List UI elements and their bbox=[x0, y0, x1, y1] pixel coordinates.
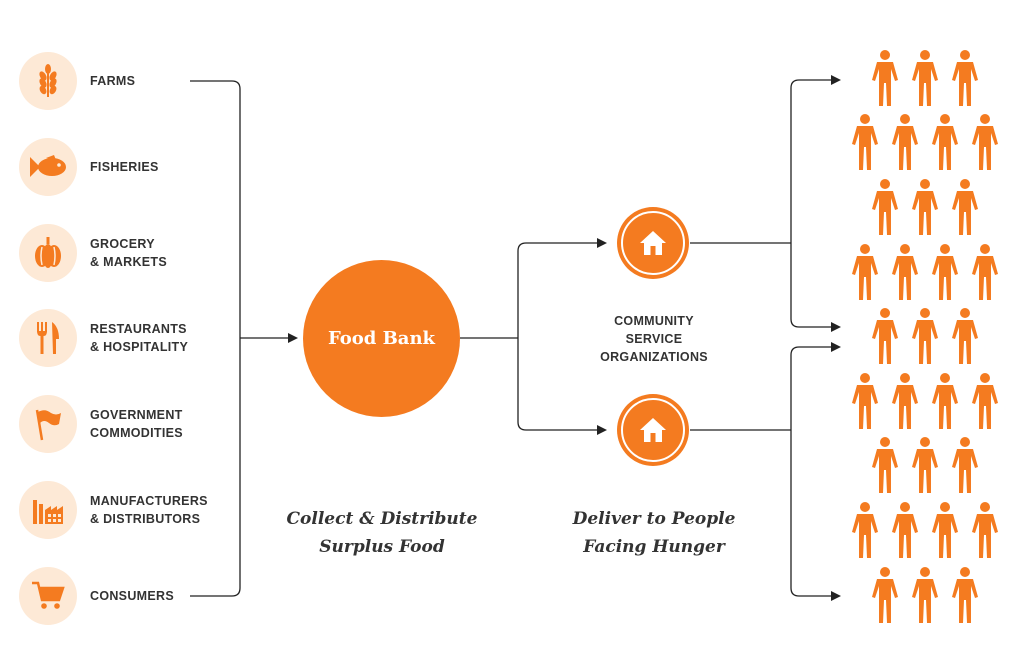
person-icon bbox=[932, 244, 958, 300]
flag-icon bbox=[33, 407, 63, 441]
person-icon bbox=[872, 437, 898, 493]
source-label: CONSUMERS bbox=[90, 589, 174, 603]
person-icon bbox=[932, 502, 958, 558]
arrow-to-people-mid2 bbox=[790, 342, 841, 430]
collect-caption: Collect & Distribute Surplus Food bbox=[286, 509, 478, 557]
person-icon bbox=[972, 244, 998, 300]
source-icon-circle bbox=[19, 224, 77, 282]
person-icon bbox=[852, 502, 878, 558]
arrow-to-people-mid bbox=[790, 243, 841, 332]
person-icon bbox=[892, 502, 918, 558]
person-icon bbox=[912, 567, 938, 623]
source-label: RESTAURANTS& HOSPITALITY bbox=[90, 322, 189, 354]
person-icon bbox=[892, 373, 918, 429]
source-label: FISHERIES bbox=[90, 160, 159, 174]
community-organization-node bbox=[617, 394, 689, 466]
person-icon bbox=[972, 114, 998, 170]
person-icon bbox=[912, 50, 938, 106]
person-icon bbox=[952, 567, 978, 623]
person-icon bbox=[912, 437, 938, 493]
shopping-cart-icon bbox=[31, 581, 65, 611]
person-icon bbox=[912, 308, 938, 364]
person-icon bbox=[932, 373, 958, 429]
source-label: MANUFACTURERS& DISTRIBUTORS bbox=[90, 494, 208, 526]
person-icon bbox=[872, 50, 898, 106]
source-icon-circle bbox=[19, 395, 77, 453]
person-icon bbox=[872, 567, 898, 623]
person-icon bbox=[972, 502, 998, 558]
factory-icon bbox=[31, 496, 65, 524]
pumpkin-icon bbox=[33, 237, 63, 269]
fish-icon bbox=[28, 155, 68, 179]
house-icon bbox=[640, 231, 666, 255]
arrow-to-people-top bbox=[790, 75, 841, 243]
source-icon-circle bbox=[19, 481, 77, 539]
arrow-to-org-top bbox=[517, 238, 607, 338]
person-icon bbox=[952, 50, 978, 106]
person-icon bbox=[852, 373, 878, 429]
fork-knife-icon bbox=[35, 321, 61, 355]
source-label: FARMS bbox=[90, 74, 136, 88]
house-icon bbox=[640, 418, 666, 442]
person-icon bbox=[912, 179, 938, 235]
arrow-to-org-bottom bbox=[517, 338, 607, 435]
source-icon-circle bbox=[19, 138, 77, 196]
source-icon-circle bbox=[19, 309, 77, 367]
person-icon bbox=[892, 244, 918, 300]
deliver-caption: Deliver to People Facing Hunger bbox=[572, 509, 736, 557]
person-icon bbox=[952, 437, 978, 493]
arrow-to-people-bottom bbox=[790, 430, 841, 601]
source-icon-circle bbox=[19, 52, 77, 110]
community-organization-node bbox=[617, 207, 689, 279]
food-bank-label: Food Bank bbox=[327, 328, 436, 349]
person-icon bbox=[972, 373, 998, 429]
source-icon-circle bbox=[19, 567, 77, 625]
person-icon bbox=[872, 308, 898, 364]
person-icon bbox=[952, 308, 978, 364]
person-icon bbox=[852, 114, 878, 170]
source-label: GROCERY& MARKETS bbox=[90, 237, 168, 269]
person-icon bbox=[872, 179, 898, 235]
wheat-icon bbox=[35, 64, 61, 98]
food-bank-node: Food Bank bbox=[303, 260, 460, 417]
person-icon bbox=[952, 179, 978, 235]
person-icon bbox=[852, 244, 878, 300]
organizations-label: COMMUNITY SERVICE ORGANIZATIONS bbox=[600, 314, 708, 364]
person-icon bbox=[932, 114, 958, 170]
person-icon bbox=[892, 114, 918, 170]
